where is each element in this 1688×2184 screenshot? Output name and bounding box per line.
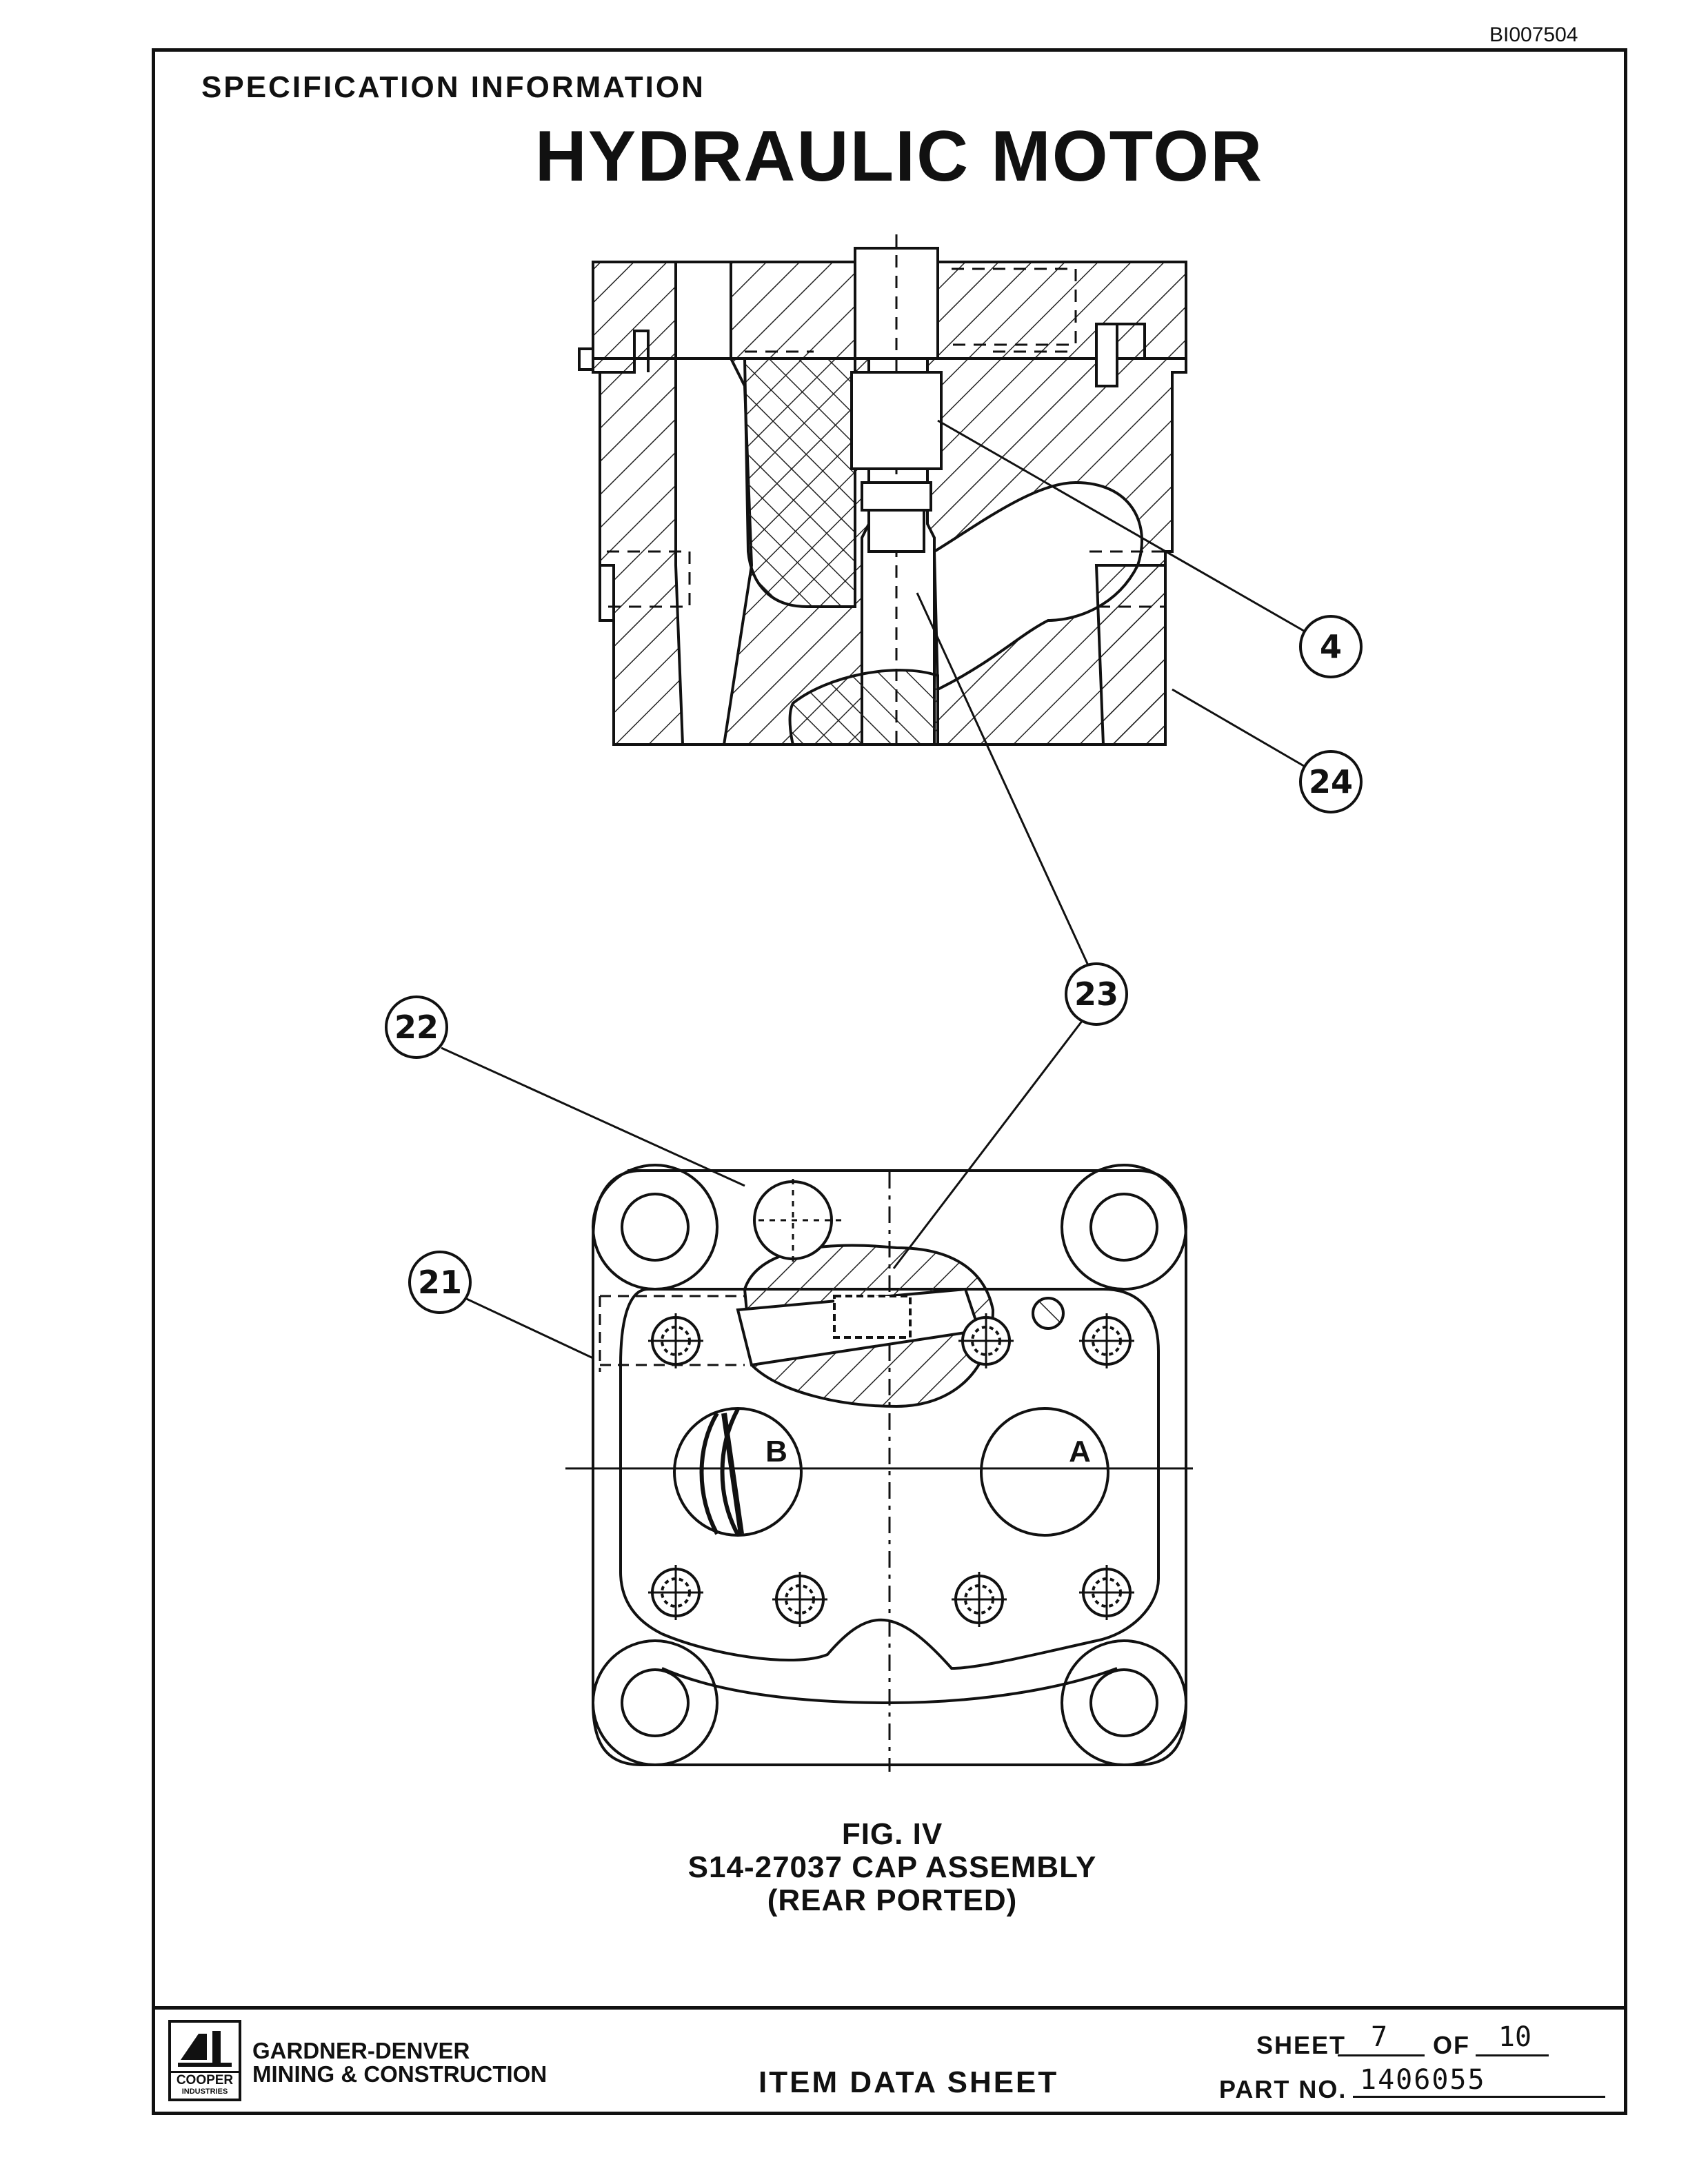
footer-divider: [153, 2006, 1626, 2010]
part-number-label: PART NO.: [1219, 2075, 1347, 2103]
company-name-line2: MINING & CONSTRUCTION: [252, 2061, 547, 2087]
total-underline: [1476, 2054, 1549, 2056]
logo-subtext: INDUSTRIES: [181, 2087, 228, 2096]
callout-21: 21: [418, 1264, 462, 1301]
part-number: 1406055: [1360, 2064, 1486, 2096]
port-label-b: B: [765, 1435, 787, 1468]
cooper-logo: COOPER INDUSTRIES: [168, 2020, 241, 2101]
sheet-label: SHEET: [1256, 2031, 1347, 2059]
callout-4: 4: [1320, 628, 1342, 665]
section-label: SPECIFICATION INFORMATION: [201, 70, 705, 104]
logo-text: COOPER: [171, 2071, 239, 2088]
cooper-mark-icon: [178, 2031, 232, 2067]
figure-label: FIG. IV: [841, 1817, 943, 1851]
section-view: [578, 234, 1187, 746]
sheet-total: 10: [1498, 2021, 1532, 2053]
assembly-label: S14-27037 CAP ASSEMBLY: [687, 1850, 1097, 1884]
callout-23: 23: [1074, 975, 1118, 1013]
plan-view: [565, 1164, 1193, 1772]
document-id: BI007504: [1489, 23, 1578, 46]
port-label-a: A: [1069, 1435, 1091, 1468]
page-title: HYDRAULIC MOTOR: [534, 117, 1264, 196]
page-border: [152, 48, 1627, 2115]
of-label: OF: [1433, 2031, 1470, 2059]
part-number-underline: [1353, 2096, 1605, 2098]
sheet-underline: [1338, 2054, 1425, 2056]
callout-24: 24: [1309, 763, 1353, 800]
assembly-note: (REAR PORTED): [767, 1883, 1018, 1917]
document-type: ITEM DATA SHEET: [758, 2065, 1059, 2099]
company-name-line1: GARDNER-DENVER: [252, 2038, 470, 2063]
sheet-number: 7: [1370, 2021, 1388, 2053]
callout-22: 22: [394, 1009, 439, 1046]
